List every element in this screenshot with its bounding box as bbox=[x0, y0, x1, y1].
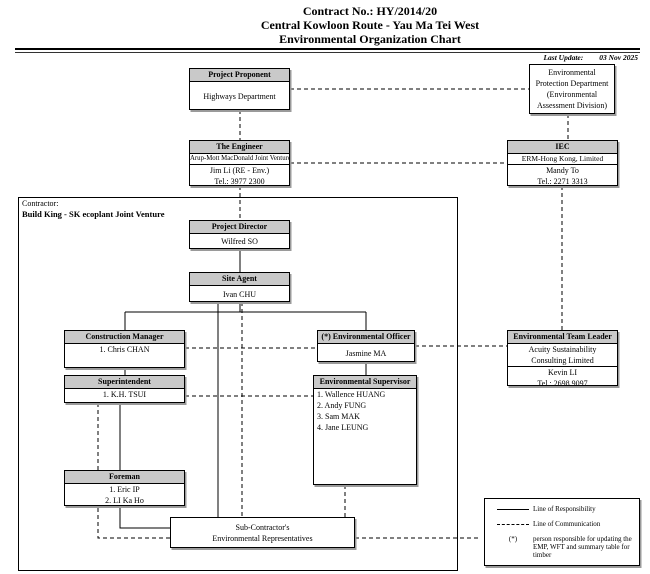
box-engineer-header: The Engineer bbox=[190, 141, 289, 154]
box-environmental-officer-header: (*) Environmental Officer bbox=[318, 331, 414, 344]
box-engineer-line: Jim Li (RE - Env.) bbox=[209, 166, 270, 175]
box-environmental-supervisor-line: 2. Andy FUNG bbox=[317, 401, 367, 410]
contractor-name: Build King - SK ecoplant Joint Venture bbox=[22, 209, 165, 219]
box-environmental-officer-line: Jasmine MA bbox=[345, 348, 387, 358]
box-project-director: Project Director Wilfred SO bbox=[189, 220, 290, 249]
box-superintendent-line: 1. K.H. TSUI bbox=[102, 390, 147, 399]
box-environmental-team-leader-line: Kevin LI bbox=[547, 368, 578, 377]
page-title: Contract No.: HY/2014/20 Central Kowloon… bbox=[170, 4, 570, 46]
box-engineer-subheader: Arup-Mott MacDonald Joint Venture bbox=[190, 154, 289, 165]
box-site-agent-header: Site Agent bbox=[190, 273, 289, 286]
box-iec-header: IEC bbox=[508, 141, 617, 154]
box-construction-manager-line: 1. Chris CHAN bbox=[99, 345, 150, 354]
box-iec-line: Mandy To bbox=[546, 166, 579, 175]
legend-responsibility-label: Line of Responsibility bbox=[533, 505, 596, 513]
responsibility-lines bbox=[119, 249, 367, 529]
chart-name: Environmental Organization Chart bbox=[279, 32, 461, 46]
box-project-director-line: Wilfred SO bbox=[221, 237, 258, 246]
box-epd-line: Protection Department bbox=[535, 79, 609, 88]
contractor-label: Contractor: Build King - SK ecoplant Joi… bbox=[22, 199, 164, 219]
asterisk-symbol: (*) bbox=[508, 535, 518, 543]
box-environmental-team-leader-header: Environmental Team Leader bbox=[508, 331, 617, 344]
contractor-frame bbox=[18, 197, 458, 571]
box-engineer-line: Tel.: 3977 2300 bbox=[214, 177, 265, 186]
box-epd-line: (Environmental bbox=[546, 90, 598, 99]
box-environmental-supervisor-line: 4. Jane LEUNG bbox=[317, 423, 369, 432]
box-environmental-team-leader-org: Consulting Limited bbox=[531, 356, 594, 365]
title-divider bbox=[15, 48, 640, 53]
box-epd-line: Assessment Division) bbox=[537, 101, 607, 110]
box-project-director-header: Project Director bbox=[190, 221, 289, 234]
box-project-proponent-header: Project Proponent bbox=[190, 69, 289, 82]
box-iec-subheader: ERM-Hong Kong, Limited bbox=[508, 154, 617, 165]
box-environmental-officer: (*) Environmental Officer Jasmine MA bbox=[317, 330, 415, 362]
box-sub-contractor-line: Environmental Representatives bbox=[212, 533, 313, 543]
box-iec-line: Tel.: 2271 3313 bbox=[537, 177, 588, 186]
box-foreman-line: 2. LI Ka Ho bbox=[105, 496, 144, 505]
contractor-prefix: Contractor: bbox=[22, 199, 59, 208]
legend-communication: Line of Communication bbox=[497, 520, 635, 528]
box-environmental-team-leader-line: Tel.: 2698 9097 bbox=[537, 379, 588, 388]
box-foreman-line: 1. Eric IP bbox=[109, 485, 140, 494]
last-update-date: 03 Nov 2025 bbox=[599, 53, 638, 62]
last-update: Last Update: 03 Nov 2025 bbox=[543, 53, 638, 62]
box-environmental-supervisor-line: 1. Wallence HUANG bbox=[317, 390, 386, 399]
box-epd-line: Environmental bbox=[548, 68, 596, 77]
communication-lines bbox=[97, 88, 569, 539]
last-update-label: Last Update: bbox=[543, 53, 584, 62]
box-environmental-team-leader-org: Acuity Sustainability bbox=[528, 345, 597, 354]
box-project-proponent: Project Proponent Highways Department bbox=[189, 68, 290, 110]
box-foreman: Foreman 1. Eric IP 2. LI Ka Ho bbox=[64, 470, 185, 506]
box-environmental-supervisor-line: 3. Sam MAK bbox=[317, 412, 360, 421]
solid-line-sample bbox=[497, 508, 529, 510]
project-name: Central Kowloon Route - Yau Ma Tei West bbox=[260, 18, 480, 32]
contract-number: Contract No.: HY/2014/20 bbox=[302, 4, 438, 18]
box-site-agent: Site Agent Ivan CHU bbox=[189, 272, 290, 302]
box-foreman-header: Foreman bbox=[65, 471, 184, 484]
box-environmental-supervisor-header: Environmental Supervisor bbox=[314, 376, 416, 389]
box-project-proponent-line: Highways Department bbox=[203, 92, 276, 101]
legend-responsibility: Line of Responsibility bbox=[497, 505, 635, 513]
asterisk-note-text: person responsible for updating the EMP,… bbox=[533, 535, 632, 559]
box-construction-manager: Construction Manager 1. Chris CHAN bbox=[64, 330, 185, 368]
legend-asterisk-note: (*) person responsible for updating the … bbox=[497, 535, 635, 559]
box-environmental-supervisor: Environmental Supervisor 1. Wallence HUA… bbox=[313, 375, 417, 485]
box-sub-contractor: Sub-Contractor's Environmental Represent… bbox=[170, 517, 355, 548]
dashed-line-sample bbox=[497, 523, 529, 525]
box-engineer: The Engineer Arup-Mott MacDonald Joint V… bbox=[189, 140, 290, 186]
box-sub-contractor-line: Sub-Contractor's bbox=[235, 522, 290, 532]
box-iec: IEC ERM-Hong Kong, Limited Mandy To Tel.… bbox=[507, 140, 618, 186]
legend: Line of Responsibility Line of Communica… bbox=[484, 498, 640, 566]
box-environmental-team-leader: Environmental Team Leader Acuity Sustain… bbox=[507, 330, 618, 388]
box-site-agent-line: Ivan CHU bbox=[222, 289, 257, 299]
legend-communication-label: Line of Communication bbox=[533, 520, 601, 528]
box-construction-manager-header: Construction Manager bbox=[65, 331, 184, 344]
box-superintendent-header: Superintendent bbox=[65, 376, 184, 389]
box-epd: Environmental Protection Department (Env… bbox=[529, 64, 615, 114]
box-superintendent: Superintendent 1. K.H. TSUI bbox=[64, 375, 185, 403]
